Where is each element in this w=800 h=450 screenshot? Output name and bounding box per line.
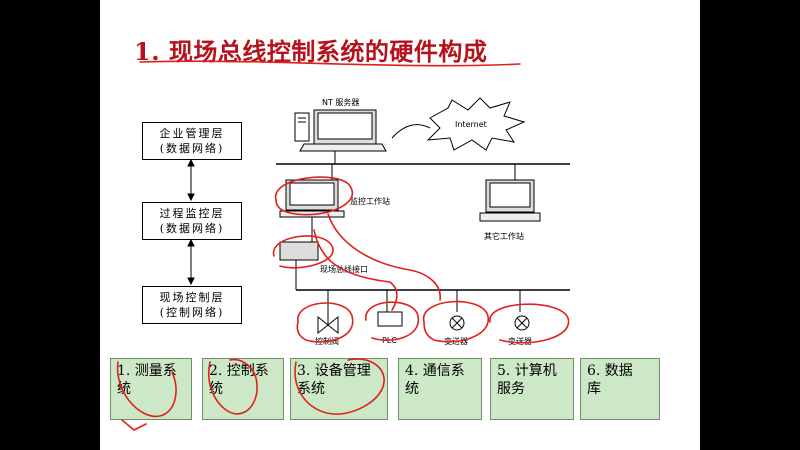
- category-box-1: 1. 测量系 统: [110, 358, 192, 420]
- fieldbus-interface-label: 现场总线接口: [320, 265, 368, 274]
- layer-name: 过程监控层: [159, 207, 225, 220]
- layer-name: 企业管理层: [159, 127, 225, 140]
- plc-label: PLC: [382, 336, 397, 345]
- box-line: 统: [117, 381, 131, 397]
- category-box-6: 6. 数据 库: [580, 358, 660, 420]
- nt-server-computer-icon: [294, 109, 387, 152]
- category-box-3: 3. 设备管理 系统: [290, 358, 388, 420]
- category-box-2: 2. 控制系 统: [202, 358, 284, 420]
- internet-label: Internet: [455, 120, 487, 129]
- slide: 1. 现场总线控制系统的硬件构成 企业管理层 (数据网络) 过程监控层 (数据网…: [100, 0, 700, 450]
- transmitter-label: 变送器: [508, 337, 532, 346]
- layer-sub: (数据网络): [159, 142, 225, 155]
- plc-device-icon: [377, 311, 403, 327]
- layer-process: 过程监控层 (数据网络): [142, 202, 242, 240]
- fieldbus-interface-icon: [279, 217, 319, 261]
- box-line: 3. 设备管理: [297, 363, 371, 379]
- layer-sub: (控制网络): [159, 306, 225, 319]
- layer-sub: (数据网络): [159, 222, 225, 235]
- other-station-label: 其它工作站: [484, 232, 524, 241]
- monitor-station-computer-icon: [279, 179, 345, 218]
- layer-arrows: [187, 158, 195, 286]
- box-line: 服务: [497, 381, 525, 397]
- internet-cloud-icon: [391, 97, 526, 151]
- box-line: 统: [405, 381, 419, 397]
- category-box-5: 5. 计算机 服务: [490, 358, 574, 420]
- box-line: 5. 计算机: [497, 363, 557, 379]
- box-line: 4. 通信系: [405, 363, 465, 379]
- box-line: 系统: [297, 381, 325, 397]
- box-line: 库: [587, 381, 601, 397]
- nt-server-label: NT 服务器: [322, 98, 360, 107]
- box-line: 1. 测量系: [117, 363, 177, 379]
- transmitter-label: 变送器: [444, 337, 468, 346]
- transmitter-icon: [449, 315, 465, 331]
- category-box-4: 4. 通信系 统: [398, 358, 482, 420]
- monitor-station-label: 监控工作站: [350, 197, 390, 206]
- transmitter-icon: [514, 315, 530, 331]
- control-valve-icon: [317, 312, 339, 335]
- other-station-computer-icon: [479, 179, 541, 222]
- box-line: 2. 控制系: [209, 363, 269, 379]
- box-line: 统: [209, 381, 223, 397]
- layer-name: 现场控制层: [159, 291, 225, 304]
- box-line: 6. 数据: [587, 363, 633, 379]
- layer-enterprise: 企业管理层 (数据网络): [142, 122, 242, 160]
- control-valve-label: 控制阀: [315, 337, 339, 346]
- layer-field: 现场控制层 (控制网络): [142, 286, 242, 324]
